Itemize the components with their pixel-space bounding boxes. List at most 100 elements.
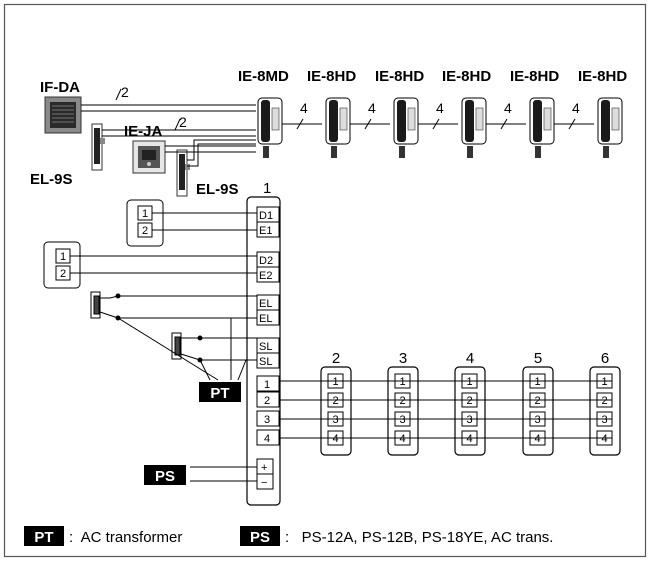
sub-block-terminal-label: 3 <box>601 414 607 426</box>
lock-1-label: EL-9S <box>30 171 73 188</box>
term-el-1: EL <box>259 298 272 310</box>
master-station-label: IE-8MD <box>238 68 289 85</box>
sub-block-terminal-label: 1 <box>534 376 540 388</box>
door-station-1-label: IF-DA <box>40 79 80 96</box>
term-line-3: 3 <box>264 414 270 426</box>
term-minus: − <box>261 477 267 489</box>
sub-block-terminal-label: 3 <box>332 414 338 426</box>
electric-lock-1-icon <box>91 123 105 171</box>
master-terminal-block <box>246 196 281 506</box>
legend-pt-tag-label: PT <box>34 529 53 546</box>
ps-tag-label: PS <box>155 468 175 485</box>
handset-group <box>257 97 623 158</box>
legend-ps-tag <box>240 526 280 546</box>
term-line-1: 1 <box>264 379 270 391</box>
door-plate-1 <box>126 199 164 247</box>
ps-wiring <box>190 466 257 482</box>
sub-block-number: 6 <box>601 350 609 367</box>
sub-block-terminal-label: 4 <box>534 433 540 445</box>
sub-block-number: 4 <box>466 350 474 367</box>
door-plate-1-term-2: 2 <box>142 225 148 237</box>
door-station-if-da-icon <box>44 96 82 134</box>
door-wiring <box>81 88 256 167</box>
station-labels: IF-DA IE-JA EL-9S EL-9S IE-8MD IE-8HD IE… <box>30 68 627 198</box>
door-plate-2 <box>43 241 81 289</box>
sub-block-3: 3 1 2 3 4 <box>387 350 419 456</box>
sub-block-terminal-label: 4 <box>332 433 338 445</box>
door-plate-2-term-2: 2 <box>60 268 66 280</box>
sub-block-terminal-label: 3 <box>399 414 405 426</box>
door-plate-2-term-1: 1 <box>60 251 66 263</box>
sub-block-terminal-label: 1 <box>399 376 405 388</box>
sub-station-label-2: IE-8HD <box>375 68 424 85</box>
sub-block-frame <box>387 366 419 456</box>
door-station-2-label: IE-JA <box>124 123 163 140</box>
sub-station-icon <box>529 97 555 158</box>
bus-count-2: 4 <box>368 100 376 116</box>
sub-block-terminal-label: 4 <box>466 433 472 445</box>
sub-block-terminal-label: 2 <box>601 395 607 407</box>
sub-block-terminal-label: 3 <box>466 414 472 426</box>
legend-pt-text: : AC transformer <box>69 529 182 546</box>
door-plate-1-term-1: 1 <box>142 208 148 220</box>
sub-block-terminal-label: 3 <box>534 414 540 426</box>
sub-block-terminal-label: 4 <box>399 433 405 445</box>
sub-station-label-4: IE-8HD <box>510 68 559 85</box>
line-bus <box>279 380 612 439</box>
legend: PT : AC transformer PS : PS-12A, PS-12B,… <box>24 526 553 546</box>
door-plate-wiring <box>70 212 257 274</box>
bus-wiring <box>282 118 594 130</box>
sub-block-frame <box>454 366 486 456</box>
term-e1: E1 <box>259 225 272 237</box>
legend-ps-tag-label: PS <box>250 529 270 546</box>
sub-station-icon <box>597 97 623 158</box>
term-d1: D1 <box>259 210 273 222</box>
bus-count-1: 4 <box>300 100 308 116</box>
legend-pt-tag <box>24 526 64 546</box>
sub-station-label-3: IE-8HD <box>442 68 491 85</box>
bus-count-4: 4 <box>504 100 512 116</box>
pt-tag-label: PT <box>210 385 229 402</box>
sub-block-number: 5 <box>534 350 542 367</box>
sub-block-terminal-label: 2 <box>399 395 405 407</box>
term-line-2: 2 <box>264 395 270 407</box>
el-lock-symbol <box>90 291 257 321</box>
term-d2: D2 <box>259 255 273 267</box>
ps-tag <box>144 465 186 485</box>
sub-station-icon <box>325 97 351 158</box>
sub-station-label-5: IE-8HD <box>578 68 627 85</box>
sub-block-frame <box>522 366 554 456</box>
pt-wiring <box>117 317 247 381</box>
door-station-ie-ja-icon <box>132 140 166 174</box>
sub-station-icon <box>461 97 487 158</box>
sub-block-terminal-label: 2 <box>332 395 338 407</box>
sl-lock-symbol <box>171 332 257 363</box>
sub-block-frame <box>320 366 352 456</box>
sub-station-label-1: IE-8HD <box>307 68 356 85</box>
term-sl-1: SL <box>259 341 272 353</box>
term-line-4: 4 <box>264 433 270 445</box>
master-block-number: 1 <box>263 180 271 197</box>
sub-block-terminal-label: 1 <box>332 376 338 388</box>
term-plus: + <box>261 462 267 474</box>
lock-2-label: EL-9S <box>196 181 239 198</box>
sub-block-2: 2 1 2 3 4 <box>320 350 352 456</box>
sub-block-terminal-label: 2 <box>534 395 540 407</box>
pt-tag <box>199 382 241 402</box>
sub-block-number: 3 <box>399 350 407 367</box>
bus-count-3: 4 <box>436 100 444 116</box>
sub-block-terminal-label: 2 <box>466 395 472 407</box>
term-e2: E2 <box>259 270 272 282</box>
sub-block-frame <box>589 366 621 456</box>
bus-count-5: 4 <box>572 100 580 116</box>
sub-station-icon <box>393 97 419 158</box>
sub-block-5: 5 1 2 3 4 <box>522 350 554 456</box>
sub-block-number: 2 <box>332 350 340 367</box>
wire-count-door-1: 2 <box>121 84 129 100</box>
wire-count-door-2: 2 <box>179 114 187 130</box>
electric-lock-2-icon <box>176 149 190 197</box>
